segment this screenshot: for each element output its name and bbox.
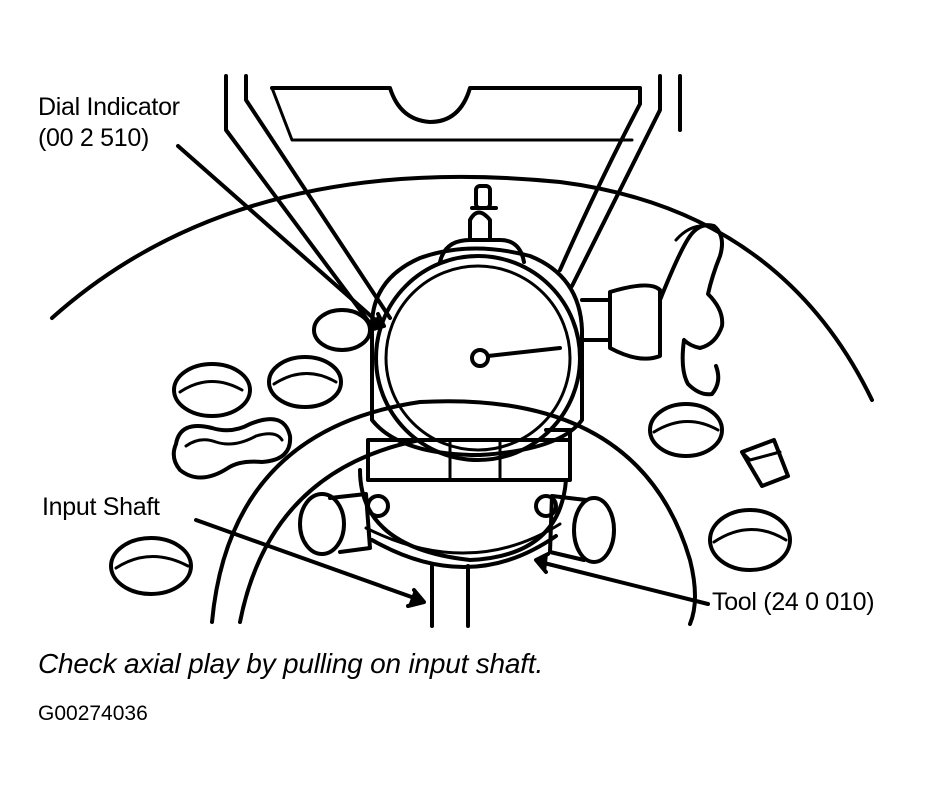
dial-indicator-label: Dial Indicator	[38, 93, 180, 121]
housing-outline	[50, 174, 874, 402]
hub-circle	[210, 399, 697, 626]
clamp-ring	[298, 428, 616, 570]
figure-caption: Check axial play by pulling on input sha…	[38, 648, 544, 679]
housing-holes	[109, 308, 792, 596]
hub-inner-arc	[238, 438, 422, 624]
leader-arrows	[176, 144, 710, 608]
dial-indicator	[369, 184, 725, 462]
input-shaft	[430, 564, 470, 628]
dial-indicator-part-number: (00 2 510)	[38, 124, 149, 152]
tool-label: Tool (24 0 010)	[712, 588, 875, 616]
input-shaft-label: Input Shaft	[42, 493, 160, 521]
tool-frame	[224, 74, 682, 328]
figure-code: G00274036	[38, 702, 148, 725]
